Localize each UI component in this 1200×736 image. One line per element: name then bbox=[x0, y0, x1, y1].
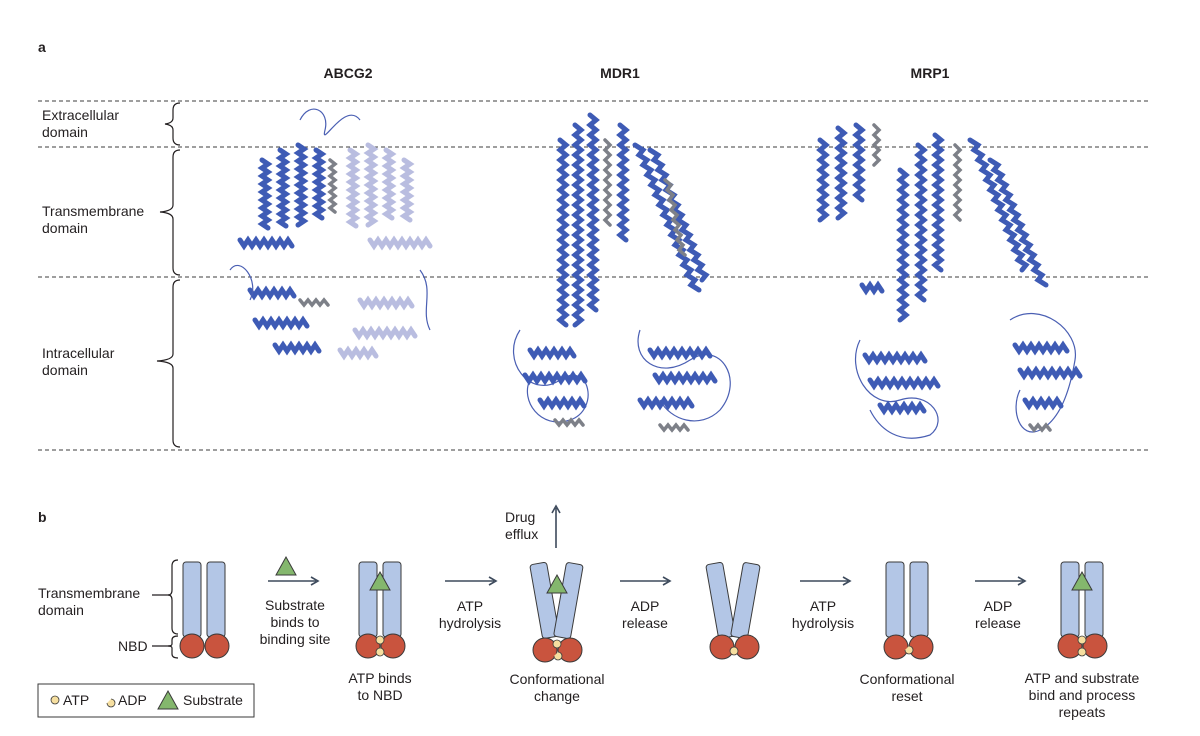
intracellular-label-2: domain bbox=[42, 362, 88, 378]
legend: ATP ADP Substrate bbox=[37, 683, 255, 718]
intracellular-label-1: Intracellular bbox=[42, 345, 115, 361]
step-5-line-2: release bbox=[975, 615, 1021, 631]
step-1-line-3: binding site bbox=[260, 631, 331, 647]
adp-legend-icon bbox=[106, 698, 116, 708]
tm-label-1: Transmembrane bbox=[38, 585, 140, 601]
mrp1-structure bbox=[816, 122, 1083, 439]
transmembrane-label-1: Transmembrane bbox=[42, 203, 144, 219]
caption-4-line-3: repeats bbox=[1059, 704, 1106, 720]
protein-label-abcg2: ABCG2 bbox=[323, 65, 372, 81]
protein-label-mdr1: MDR1 bbox=[600, 65, 640, 81]
transporter-state-4 bbox=[705, 561, 761, 660]
step-4-line-2: hydrolysis bbox=[792, 615, 854, 631]
extracellular-label-2: domain bbox=[42, 124, 88, 140]
extracellular-label-1: Extracellular bbox=[42, 107, 119, 123]
atp-legend-icon bbox=[50, 695, 60, 705]
nbd-label: NBD bbox=[118, 638, 148, 654]
transporter-state-6 bbox=[1057, 561, 1108, 659]
legend-atp-label: ATP bbox=[63, 692, 89, 708]
transmembrane-label-2: domain bbox=[42, 220, 88, 236]
drug-efflux-line-2: efflux bbox=[505, 526, 538, 542]
efflux-arrowhead bbox=[551, 504, 561, 514]
protein-label-mrp1: MRP1 bbox=[911, 65, 950, 81]
step-1-line-2: binds to bbox=[270, 614, 319, 630]
panel-b-label: b bbox=[38, 509, 47, 525]
caption-3-line-1: Conformational bbox=[860, 671, 955, 687]
step-5-line-1: ADP bbox=[984, 598, 1013, 614]
caption-4-line-1: ATP and substrate bbox=[1025, 670, 1140, 686]
step-arrowhead-3 bbox=[662, 576, 672, 586]
caption-1-line-2: to NBD bbox=[357, 687, 402, 703]
step-2-line-1: ATP bbox=[457, 598, 483, 614]
substrate-triangle-free bbox=[275, 555, 297, 576]
transporter-state-5 bbox=[883, 561, 934, 660]
legend-adp-label: ADP bbox=[118, 692, 147, 708]
step-1-line-1: Substrate bbox=[265, 597, 325, 613]
nbd-brace bbox=[167, 635, 179, 659]
abcg2-structure bbox=[229, 108, 433, 361]
caption-4-line-2: bind and process bbox=[1029, 687, 1136, 703]
step-arrowhead-1 bbox=[310, 576, 320, 586]
substrate-legend-icon bbox=[157, 689, 179, 710]
caption-2-line-1: Conformational bbox=[510, 671, 605, 687]
step-arrowhead-2 bbox=[488, 576, 498, 586]
transporter-state-1 bbox=[179, 561, 230, 659]
tm-label-2: domain bbox=[38, 602, 84, 618]
step-3-line-1: ADP bbox=[631, 598, 660, 614]
transporter-state-2 bbox=[355, 561, 406, 659]
step-3-line-2: release bbox=[622, 615, 668, 631]
domain-braces bbox=[156, 102, 181, 448]
step-arrowhead-4 bbox=[842, 576, 852, 586]
caption-3-line-2: reset bbox=[891, 688, 922, 704]
step-arrowhead-5 bbox=[1017, 576, 1027, 586]
step-4-line-1: ATP bbox=[810, 598, 836, 614]
legend-substrate-label: Substrate bbox=[183, 692, 243, 708]
mdr1-structure bbox=[512, 112, 731, 433]
legend-box bbox=[37, 683, 255, 718]
caption-1-line-1: ATP binds bbox=[348, 670, 411, 686]
panel-a-label: a bbox=[38, 39, 46, 55]
caption-2-line-2: change bbox=[534, 688, 580, 704]
step-2-line-2: hydrolysis bbox=[439, 615, 501, 631]
drug-efflux-line-1: Drug bbox=[505, 509, 535, 525]
transporter-state-3 bbox=[529, 561, 584, 663]
tm-brace bbox=[167, 559, 179, 635]
